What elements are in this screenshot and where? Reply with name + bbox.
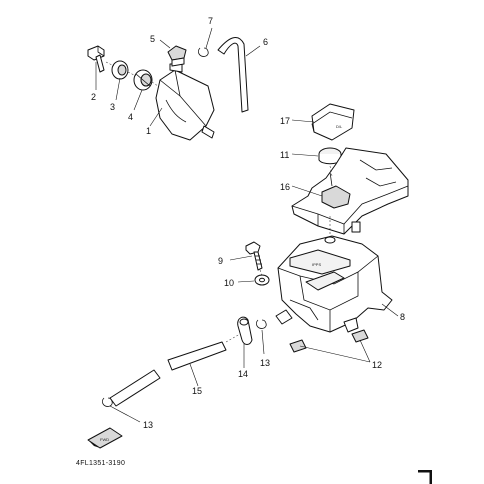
clamp-14 [237,316,253,345]
callout-16: 16 [280,182,290,192]
callout-5: 5 [150,34,155,44]
callout-15: 15 [192,386,202,396]
leader-lines [95,27,399,423]
bracket-16 [291,147,409,235]
callout-8: 8 [400,312,405,322]
page-corner-mark-icon [418,470,432,484]
collar-4 [133,69,153,91]
bolt-2 [87,45,105,73]
hose-clip-13-lower [102,397,113,407]
fwd-label: FWD [100,437,109,442]
svg-text:IPPS: IPPS [312,262,321,267]
callout-10: 10 [224,278,234,288]
callout-17: 17 [280,116,290,126]
callout-12: 12 [372,360,382,370]
reservoir-cap [167,45,187,67]
bolt-9 [245,241,263,271]
callout-9: 9 [218,256,223,266]
grommet-3 [111,60,129,80]
pads-12 [289,329,369,353]
callout-13-upper: 13 [260,358,270,368]
callout-11: 11 [280,150,289,160]
fwd-arrow-icon: FWD [87,427,123,449]
callouts: 1 2 3 4 5 6 7 8 9 10 11 12 13 13 14 15 1… [91,16,405,430]
callout-4: 4 [128,112,133,122]
diagram-code: 4FL1351-3190 [76,460,125,467]
svg-text:D/L: D/L [336,124,343,129]
callout-14: 14 [238,369,248,379]
hose-15 [109,341,227,407]
washer-10 [254,274,270,286]
callout-2: 2 [91,92,96,102]
callout-1: 1 [146,126,151,136]
hose-clip-13-upper [256,319,267,329]
cover-17: D/L [311,103,355,141]
callout-7: 7 [208,16,213,26]
callout-3: 3 [110,102,115,112]
breather-hose-6 [217,36,249,113]
hose-clip-7 [198,47,209,57]
callout-13-lower: 13 [143,420,153,430]
box-8: IPPS [275,235,393,333]
reservoir-tank [155,63,215,141]
callout-6: 6 [263,37,268,47]
